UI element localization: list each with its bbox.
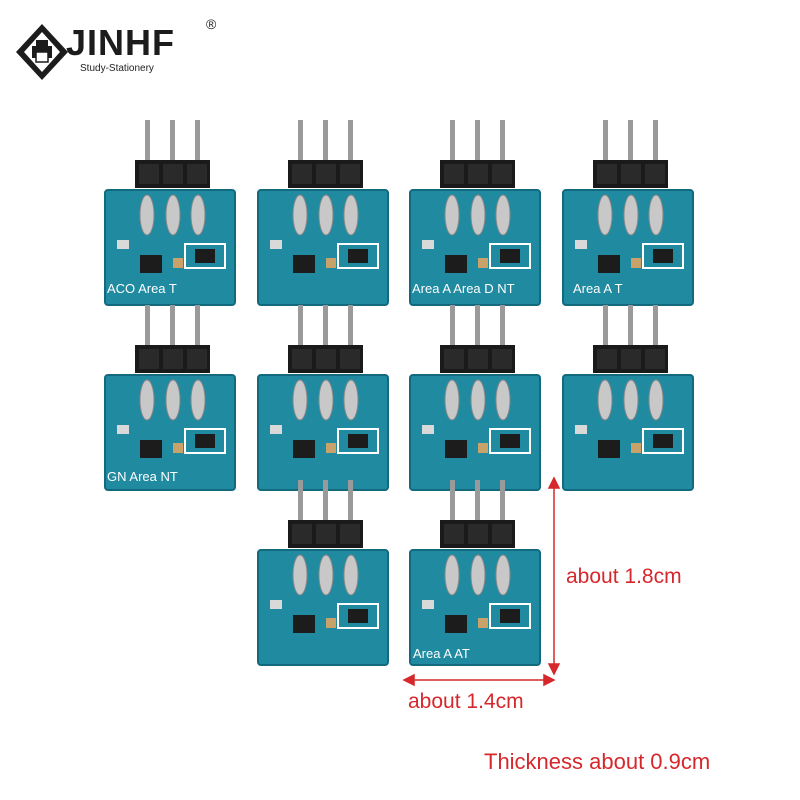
touch-module-7 [409, 304, 541, 491]
width-dimension-arrow [402, 673, 556, 687]
width-label: about 1.4cm [408, 690, 524, 713]
board-label-3: Area A Area D NT [412, 281, 515, 296]
thickness-label: Thickness about 0.9cm [484, 749, 711, 774]
touch-module-2 [257, 119, 389, 306]
registered-mark: ® [206, 16, 217, 32]
touch-module-1 [104, 119, 236, 306]
touch-module-9 [257, 479, 389, 666]
touch-module-5 [104, 304, 236, 491]
brand-name: JINHF [66, 22, 176, 63]
touch-module-6 [257, 304, 389, 491]
touch-module-8 [562, 304, 694, 491]
board-label-4: Area A T [573, 281, 623, 296]
touch-module-3 [409, 119, 541, 306]
height-label: about 1.8cm [566, 565, 682, 588]
touch-module-4 [562, 119, 694, 306]
brand-tagline: Study-Stationery [80, 63, 154, 74]
diamond-printer-icon [16, 24, 68, 80]
board-label-5: GN Area NT [107, 469, 178, 484]
brand-logo [14, 18, 254, 84]
board-label-10: Area A AT [413, 646, 470, 661]
touch-module-10 [409, 479, 541, 666]
board-label-1: ACO Area T [107, 281, 177, 296]
height-dimension-arrow [547, 476, 561, 676]
